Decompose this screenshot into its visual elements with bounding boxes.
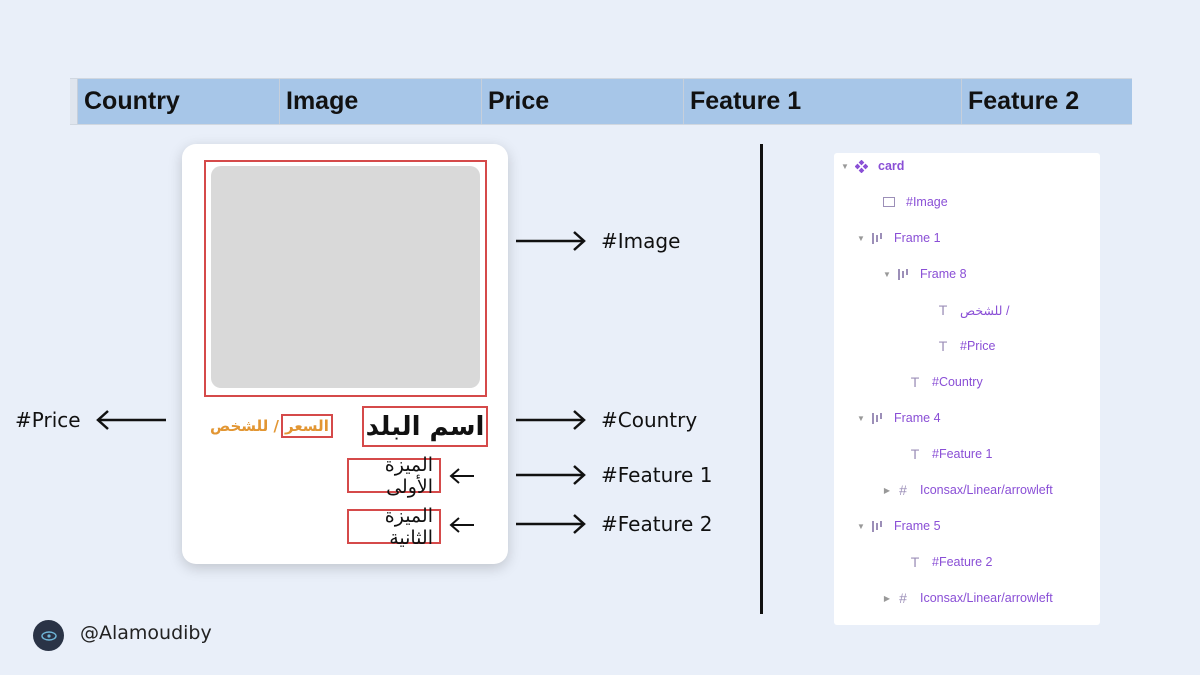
layer-label: Iconsax/Linear/arrowleft <box>920 591 1053 605</box>
arrow-left-icon <box>96 410 166 430</box>
text-icon: T <box>910 446 920 462</box>
arrow-right-icon <box>516 514 586 534</box>
arrow-right-icon <box>516 410 586 430</box>
annotation-image: #Image <box>601 229 681 253</box>
annotation-price: #Price <box>15 408 81 432</box>
frame-icon: # <box>899 482 907 498</box>
layer-frame-1[interactable]: ▼ Frame 1 <box>854 227 941 249</box>
price-text: السعر / للشخص <box>210 411 333 441</box>
text-icon: T <box>938 338 948 354</box>
image-placeholder <box>211 166 480 388</box>
frame-icon: # <box>899 590 907 606</box>
country-name: اسم البلد <box>362 406 488 447</box>
column-header-feature-1[interactable]: Feature 1 <box>684 79 962 124</box>
layer-price-text[interactable]: T #Price <box>920 335 996 357</box>
auto-layout-icon <box>868 232 886 244</box>
column-header-image[interactable]: Image <box>280 79 482 124</box>
auto-layout-icon <box>868 520 886 532</box>
spreadsheet-header-row: Country Image Price Feature 1 Feature 2 <box>70 78 1132 125</box>
layer-label: card <box>878 159 905 173</box>
auto-layout-icon <box>894 268 912 280</box>
author-handle: @Alamoudiby <box>80 622 212 644</box>
chevron-down-icon[interactable]: ▼ <box>857 413 865 423</box>
layer-arrowleft-icon-1[interactable]: ▶ # Iconsax/Linear/arrowleft <box>880 479 1053 501</box>
chevron-right-icon[interactable]: ▶ <box>883 485 891 495</box>
layer-label: Frame 8 <box>920 267 967 281</box>
feature-2-text: الميزة الثانية <box>347 505 441 549</box>
chevron-right-icon[interactable]: ▶ <box>883 593 891 603</box>
arrow-left-icon <box>449 517 474 533</box>
layer-image[interactable]: #Image <box>866 191 948 213</box>
layers-panel: ▼ card #Image ▼ Frame 1 ▼ Frame 8 T للشخ… <box>834 153 1100 625</box>
layer-feature-1-text[interactable]: T #Feature 1 <box>892 443 993 465</box>
annotation-feature-2: #Feature 2 <box>601 512 713 536</box>
feature-1-text: الميزة الأولى <box>347 454 441 498</box>
layer-arrowleft-icon-2[interactable]: ▶ # Iconsax/Linear/arrowleft <box>880 587 1053 609</box>
chevron-down-icon[interactable]: ▼ <box>841 161 849 171</box>
layer-label: Frame 4 <box>894 411 941 425</box>
card-mockup: السعر / للشخص اسم البلد الميزة الأولى ال… <box>182 144 508 564</box>
layer-label: #Feature 1 <box>932 447 993 461</box>
row-header-cell <box>70 79 78 124</box>
annotation-country: #Country <box>601 408 698 432</box>
chevron-down-icon[interactable]: ▼ <box>883 269 891 279</box>
layer-card[interactable]: ▼ card <box>838 155 904 177</box>
text-icon: T <box>938 302 948 318</box>
layer-country-text[interactable]: T #Country <box>892 371 983 393</box>
layer-label: Iconsax/Linear/arrowleft <box>920 483 1053 497</box>
text-icon: T <box>910 374 920 390</box>
auto-layout-icon <box>868 412 886 424</box>
layer-frame-4[interactable]: ▼ Frame 4 <box>854 407 941 429</box>
layer-label: #Feature 2 <box>932 555 993 569</box>
layer-label: Frame 1 <box>894 231 941 245</box>
layer-label: #Price <box>960 339 996 353</box>
layer-frame-5[interactable]: ▼ Frame 5 <box>854 515 941 537</box>
annotation-feature-1: #Feature 1 <box>601 463 713 487</box>
column-header-country[interactable]: Country <box>78 79 280 124</box>
per-person-label: / للشخص <box>210 417 279 435</box>
price-highlight-box: السعر <box>281 414 333 438</box>
layer-feature-2-text[interactable]: T #Feature 2 <box>892 551 993 573</box>
column-header-feature-2[interactable]: Feature 2 <box>968 87 1080 115</box>
arrow-right-icon <box>516 231 586 251</box>
arrow-right-icon <box>516 465 586 485</box>
logo-icon <box>40 630 57 641</box>
layer-label: Frame 5 <box>894 519 941 533</box>
arrow-left-icon <box>449 468 474 484</box>
layer-label: للشخص / <box>960 303 1010 318</box>
column-header-price[interactable]: Price <box>482 79 684 124</box>
rectangle-icon <box>880 197 898 207</box>
chevron-down-icon[interactable]: ▼ <box>857 233 865 243</box>
layer-label: #Image <box>906 195 948 209</box>
chevron-down-icon[interactable]: ▼ <box>857 521 865 531</box>
layer-label: #Country <box>932 375 983 389</box>
layer-per-person-text[interactable]: T للشخص / <box>920 299 1010 321</box>
avatar <box>33 620 64 651</box>
image-highlight-box <box>204 160 487 397</box>
layer-frame-8[interactable]: ▼ Frame 8 <box>880 263 967 285</box>
vertical-divider <box>760 144 763 614</box>
component-icon <box>852 159 870 173</box>
text-icon: T <box>910 554 920 570</box>
